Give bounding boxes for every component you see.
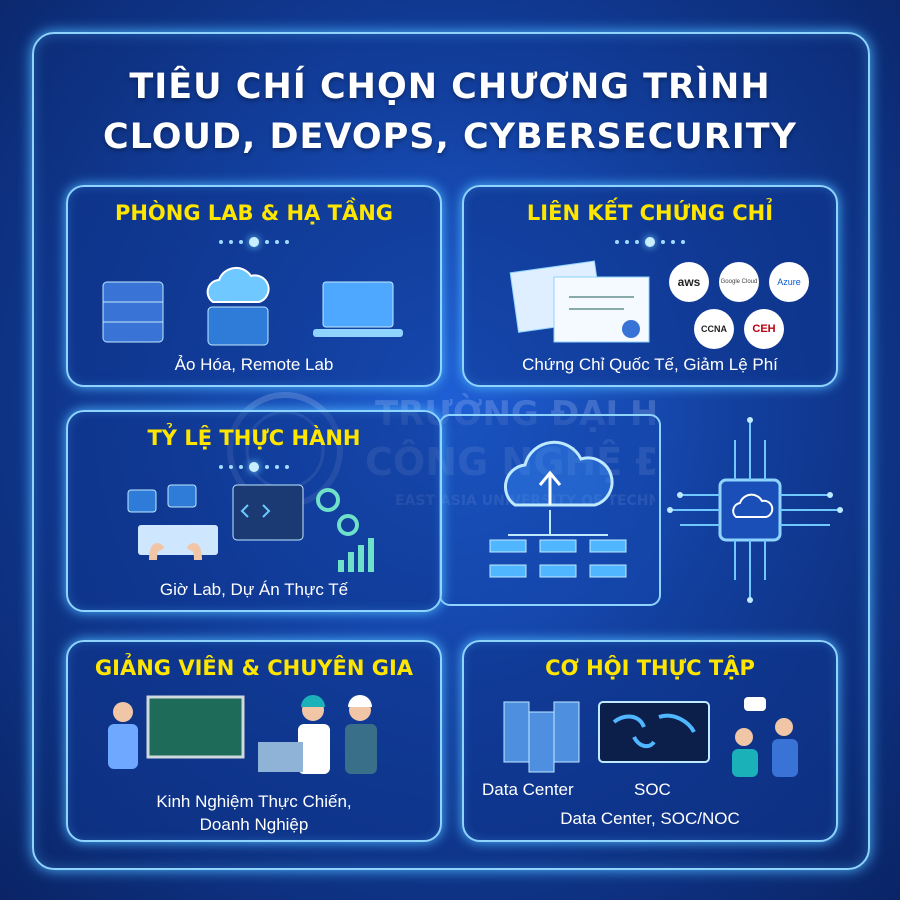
cert-badges: aws Google Cloud Azure CCNA CEH — [669, 262, 819, 352]
lecturer-illustration — [108, 695, 377, 774]
ccna-badge: CCNA — [694, 309, 734, 349]
divider-dots — [219, 462, 289, 472]
server-icon — [102, 281, 164, 343]
chip-icon — [667, 417, 843, 603]
practice-illustration — [127, 484, 374, 572]
card-title: LIÊN KẾT CHỨNG CHỈ — [526, 201, 774, 225]
gear-icon — [316, 488, 359, 536]
ceh-badge: CEH — [744, 309, 784, 349]
card-title: TỶ LỆ THỰC HÀNH — [147, 426, 361, 450]
cloud-icon — [206, 266, 270, 303]
card-subtitle-line-2: Doanh Nghiệp — [199, 815, 309, 834]
card-certification: LIÊN KẾT CHỨNG CHỈ aws Google Cloud Azur… — [462, 185, 838, 387]
card-subtitle: Chứng Chỉ Quốc Tế, Giảm Lệ Phí — [522, 355, 778, 374]
aws-badge: aws — [669, 262, 709, 302]
chat-icon — [744, 697, 766, 711]
label-data-center: Data Center — [482, 780, 574, 799]
world-map-icon — [598, 701, 710, 763]
engineers-figure — [298, 695, 377, 774]
page-title: TIÊU CHÍ CHỌN CHƯƠNG TRÌNH CLOUD, DEVOPS… — [40, 62, 860, 162]
central-cloud-circuit-illustration — [439, 414, 843, 606]
lab-illustration — [102, 266, 403, 346]
teacher-figure — [108, 702, 138, 769]
card-lab-infrastructure: PHÒNG LAB & HẠ TẦNG Ảo Hóa, Remote Lab — [66, 185, 442, 387]
server-icon — [503, 701, 580, 773]
laptop-icon — [313, 281, 403, 337]
card-lecturer-expert: GIẢNG VIÊN & CHUYÊN GIA Kinh Nghiệm Thực… — [66, 640, 442, 842]
azure-badge: Azure — [769, 262, 809, 302]
label-soc: SOC — [634, 780, 671, 799]
card-title: PHÒNG LAB & HẠ TẦNG — [114, 201, 394, 225]
google-cloud-badge: Google Cloud — [719, 262, 759, 302]
chart-icon — [338, 538, 374, 572]
card-internship: CƠ HỘI THỰC TẬP Data Center SOC Data Cen… — [462, 640, 838, 842]
internship-illustration — [503, 697, 798, 777]
card-practice-ratio: TỶ LỆ THỰC HÀNH Giờ Lab, Dự Án Thực Tế — [66, 410, 442, 612]
title-line-2: CLOUD, DEVOPS, CYBERSECURITY — [103, 117, 797, 157]
cloud-icon — [504, 440, 614, 507]
card-title: CƠ HỘI THỰC TẬP — [545, 656, 755, 680]
divider-dots — [219, 237, 289, 247]
card-subtitle-line-1: Kinh Nghiệm Thực Chiến, — [156, 792, 352, 811]
laptop-icon — [258, 742, 303, 772]
card-title: GIẢNG VIÊN & CHUYÊN GIA — [94, 656, 414, 680]
card-subtitle: Data Center, SOC/NOC — [560, 809, 740, 828]
divider-dots — [615, 237, 685, 247]
certificate-icon — [509, 260, 650, 343]
code-icon — [127, 484, 304, 541]
server-icon — [207, 306, 269, 346]
card-subtitle: Ảo Hóa, Remote Lab — [174, 355, 334, 374]
outer-frame — [32, 32, 870, 870]
title-line-1: TIÊU CHÍ CHỌN CHƯƠNG TRÌNH — [129, 67, 771, 107]
card-subtitle: Giờ Lab, Dự Án Thực Tế — [159, 580, 349, 599]
